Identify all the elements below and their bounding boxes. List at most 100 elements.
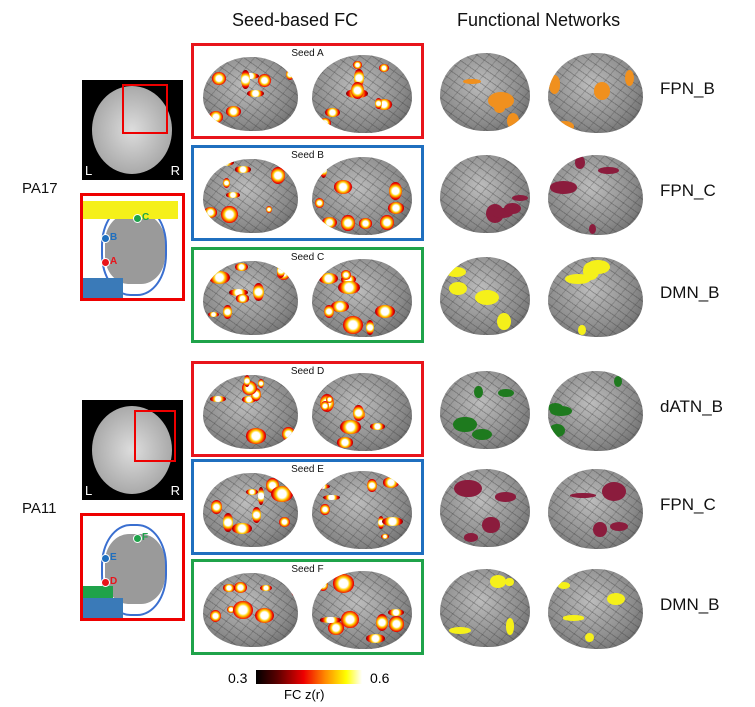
brain-render	[312, 373, 412, 451]
fc-cluster	[332, 574, 355, 594]
network-region	[492, 207, 513, 219]
seed-marker	[101, 234, 110, 243]
fc-cluster	[281, 427, 295, 442]
network-region	[446, 266, 466, 277]
network-region	[449, 626, 472, 635]
seed-letter: A	[110, 256, 118, 267]
brain-render	[203, 57, 298, 131]
seed-fc-panel: Seed E	[191, 459, 424, 555]
fc-cluster	[235, 263, 248, 272]
fc-cluster	[374, 304, 396, 319]
brain-render	[440, 257, 530, 335]
network-region	[578, 325, 586, 336]
network-region	[586, 260, 611, 275]
seed-label: Seed D	[290, 366, 325, 377]
parcel	[83, 278, 123, 298]
fc-cluster	[340, 420, 361, 435]
network-region	[504, 203, 522, 215]
seed-label: Seed B	[291, 150, 324, 161]
fc-cluster	[369, 423, 386, 431]
fc-cluster	[375, 98, 383, 110]
seed-fc-panel: Seed B	[191, 145, 424, 241]
seed-fc-panel: Seed C	[191, 247, 424, 343]
fc-cluster	[334, 180, 352, 194]
brain-render	[203, 473, 298, 547]
fc-cluster	[223, 513, 234, 532]
fc-cluster	[209, 610, 221, 623]
network-region	[557, 582, 571, 589]
fc-cluster	[354, 69, 365, 87]
fc-cluster	[353, 61, 362, 70]
fc-cluster	[208, 311, 220, 318]
brain-render	[312, 471, 412, 549]
left-label: L	[85, 483, 93, 498]
patient-label: PA11	[22, 500, 57, 517]
network-region	[474, 385, 483, 398]
network-region	[454, 479, 482, 498]
network-label: FPN_B	[660, 79, 715, 98]
network-region	[613, 375, 622, 387]
fc-cluster	[380, 534, 389, 540]
brain-render	[548, 469, 643, 549]
fc-cluster	[379, 214, 394, 230]
fc-cluster	[381, 516, 403, 527]
head-slice	[92, 86, 172, 174]
fc-cluster	[246, 428, 266, 444]
colorbar	[256, 670, 362, 684]
network-region	[550, 181, 578, 194]
fc-cluster	[319, 617, 342, 623]
left-label: L	[85, 163, 93, 178]
fc-cluster	[279, 516, 291, 528]
patient-label: PA17	[22, 180, 58, 197]
fc-cluster	[242, 395, 256, 403]
fc-cluster	[342, 315, 363, 334]
network-region	[487, 92, 514, 110]
network-region	[512, 194, 528, 201]
fc-cluster	[325, 107, 340, 118]
fc-cluster	[223, 583, 235, 593]
fc-cluster	[265, 205, 273, 213]
seed-letter: D	[110, 576, 118, 587]
brain-render	[312, 259, 412, 337]
network-label: FPN_C	[660, 495, 716, 514]
fc-cluster	[320, 503, 331, 516]
fc-cluster	[286, 68, 295, 81]
fc-cluster	[313, 472, 324, 492]
network-region	[569, 492, 597, 498]
fc-cluster	[209, 395, 226, 403]
fc-cluster	[226, 605, 236, 613]
network-region	[495, 492, 516, 502]
parcel	[83, 201, 178, 219]
network-region	[463, 533, 479, 542]
seed-marker	[101, 578, 110, 587]
brain-render	[440, 371, 530, 449]
fc-cluster	[378, 64, 389, 73]
network-region	[505, 618, 515, 635]
fc-cluster	[337, 437, 354, 448]
fc-cluster	[209, 270, 230, 284]
fc-cluster	[251, 388, 262, 401]
fc-cluster	[271, 486, 293, 503]
fc-cluster	[341, 611, 359, 629]
fc-cluster	[229, 288, 249, 297]
fc-cluster	[225, 106, 242, 118]
fc-cluster	[352, 404, 364, 422]
brain-render	[203, 261, 298, 335]
colorbar-min: 0.3	[228, 670, 248, 686]
brain-render	[548, 569, 643, 649]
network-region	[448, 282, 468, 296]
network-region	[554, 121, 574, 133]
brain-render	[440, 469, 530, 547]
fc-cluster	[270, 167, 286, 184]
network-region	[563, 615, 584, 621]
network-region	[606, 592, 625, 605]
brain-render	[548, 257, 643, 337]
network-label: FPN_C	[660, 181, 716, 200]
fc-cluster	[254, 607, 275, 624]
fc-cluster	[275, 443, 285, 449]
network-region	[489, 575, 507, 588]
fc-cluster	[234, 166, 251, 173]
fc-cluster	[376, 98, 392, 110]
brain-render	[203, 375, 298, 449]
